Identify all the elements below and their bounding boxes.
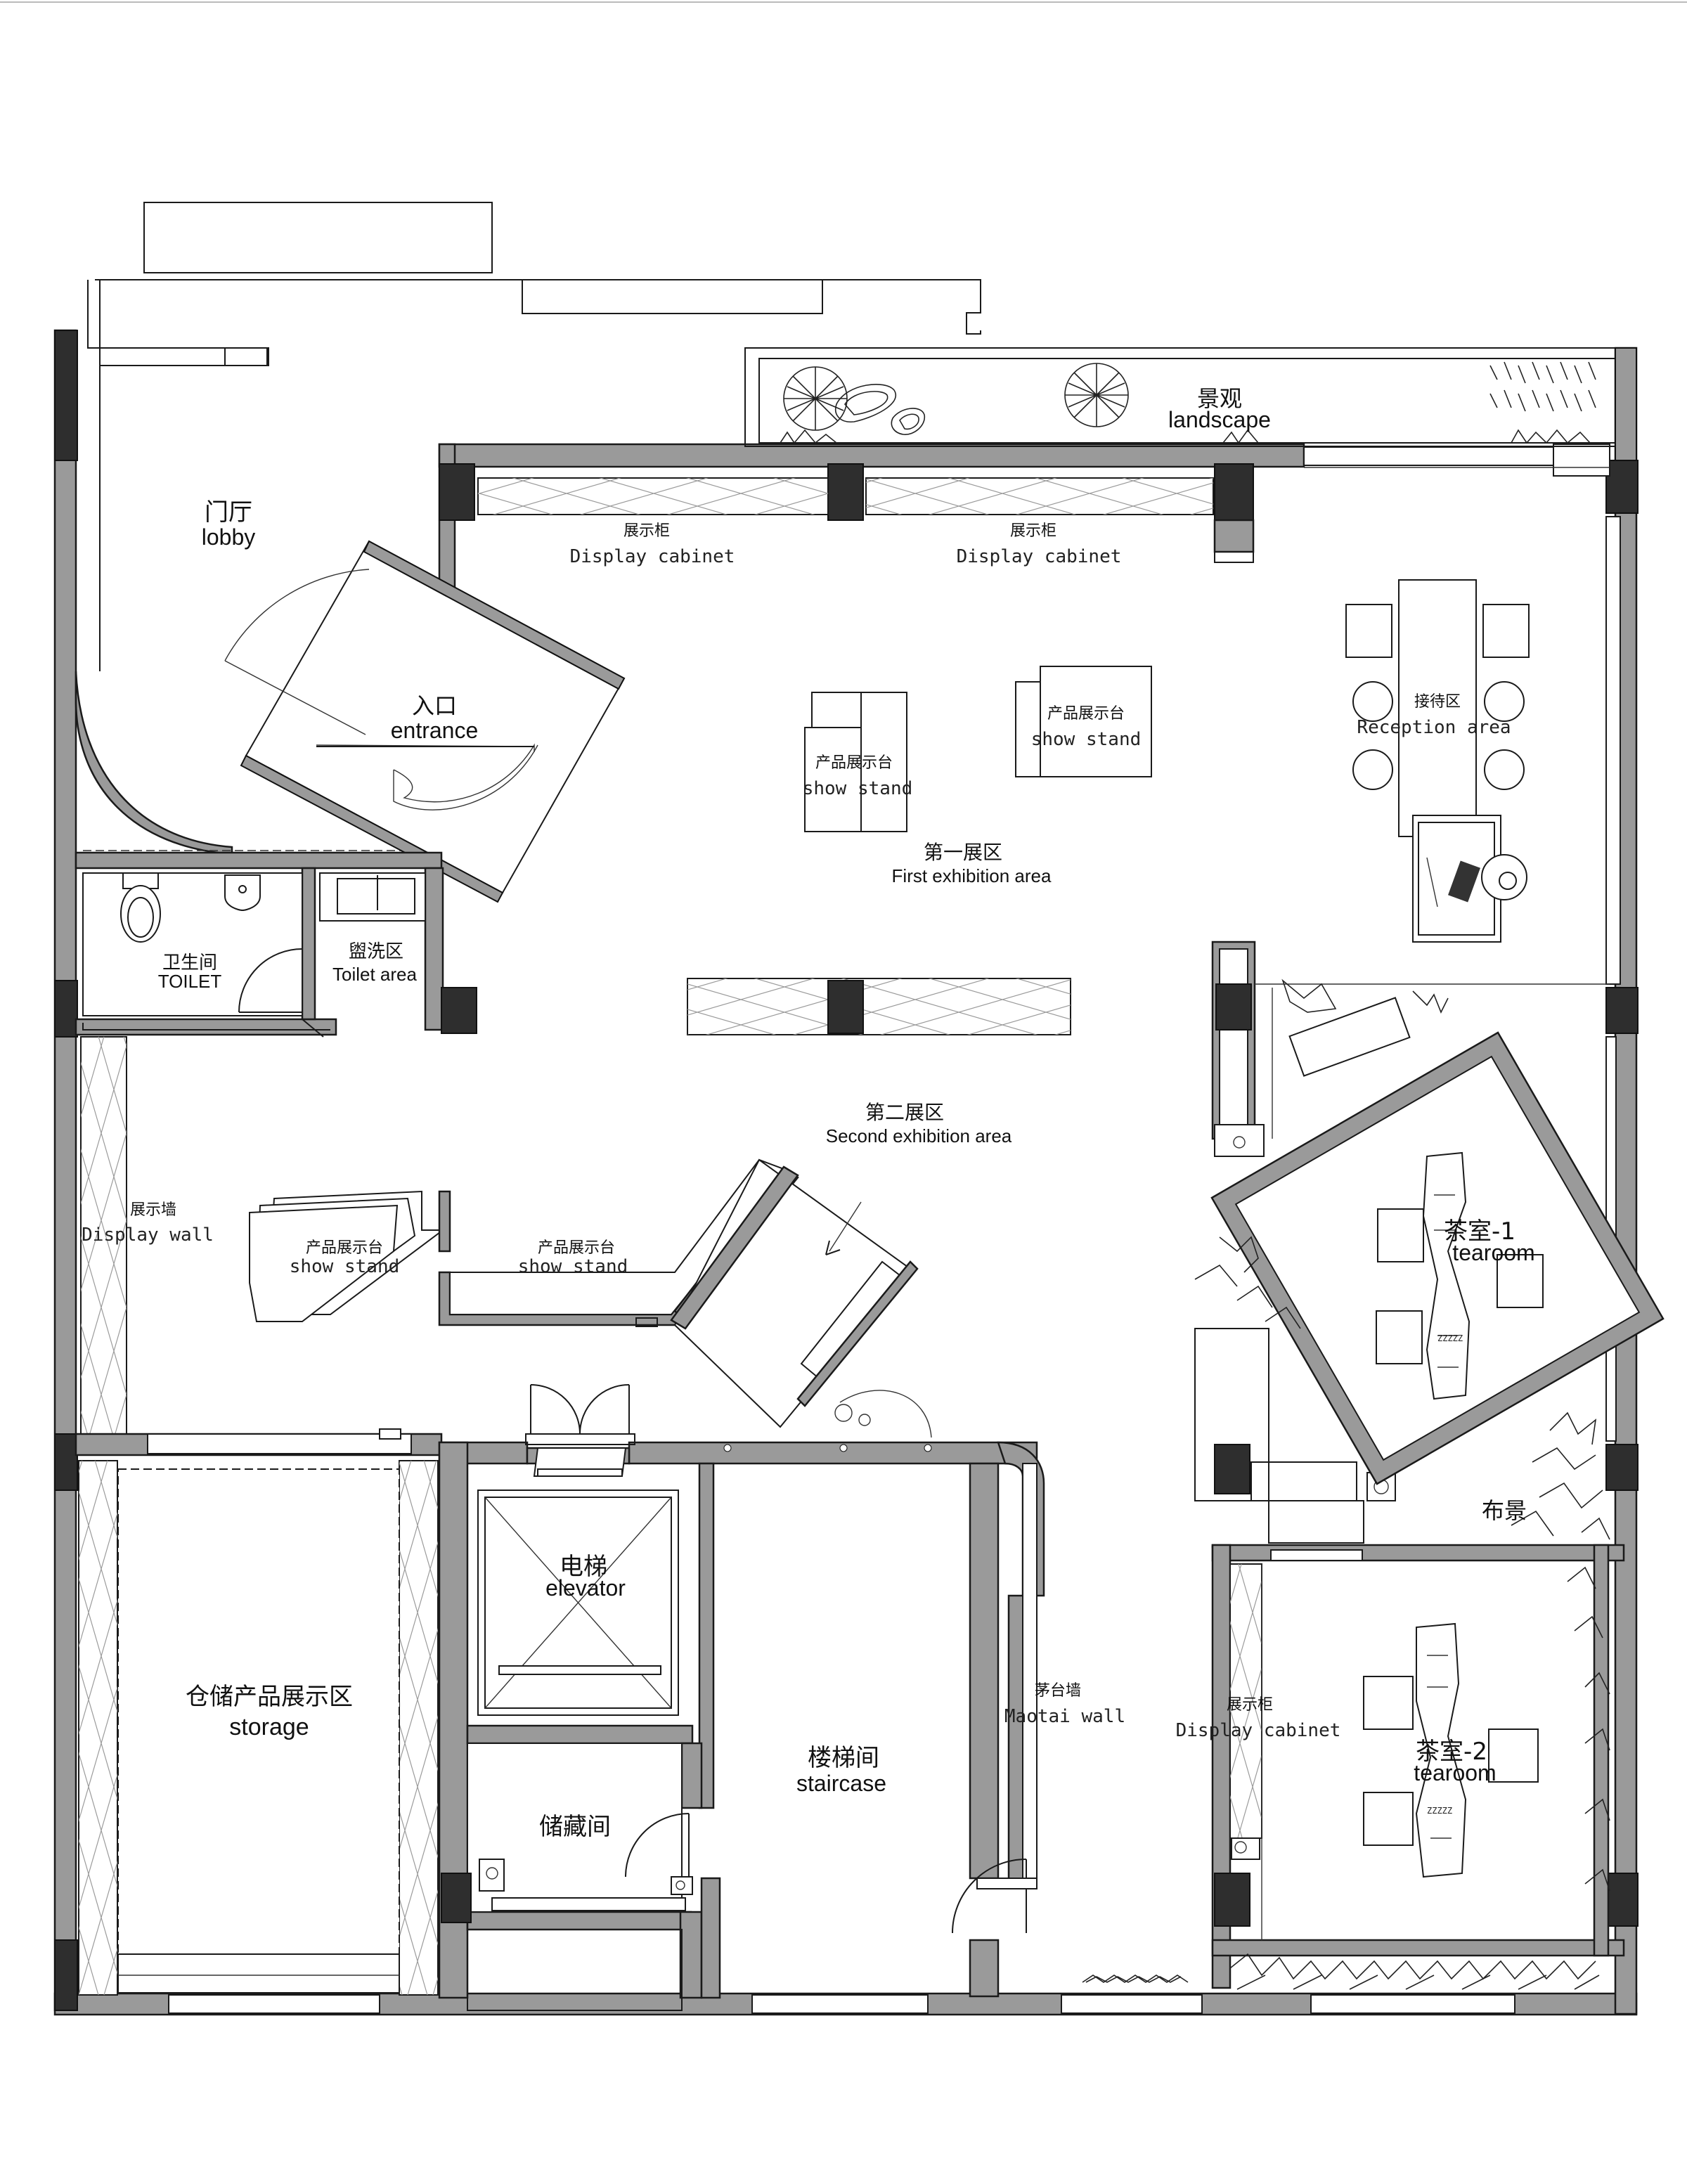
tree-icon xyxy=(1064,363,1129,427)
tearoom-1-furniture: ZZZZZ xyxy=(1376,1151,1544,1400)
storeroom xyxy=(441,1743,693,2011)
elevator-label-en: elevator xyxy=(545,1575,626,1601)
display-wall-label-zh: 展示墙 xyxy=(130,1201,176,1219)
stand2-label-en: show stand xyxy=(1031,729,1142,750)
tearoom1-label-en: tearoom xyxy=(1452,1240,1534,1265)
elevator-label-zh: 电梯 xyxy=(560,1553,607,1581)
landscape-label-en: landscape xyxy=(1168,407,1271,432)
toilet-icon xyxy=(120,872,161,943)
lobby-label-zh: 门厅 xyxy=(205,498,252,526)
reception-furniture xyxy=(1345,579,1530,943)
landscape-strip xyxy=(744,347,1637,461)
toilet-block xyxy=(75,851,477,1038)
display-cabinet-top-right xyxy=(865,477,1214,515)
tearoom1-label-zh: 茶室-1 xyxy=(1444,1217,1515,1246)
stand4-label-en: show stand xyxy=(518,1256,628,1277)
entrance-label-en: entrance xyxy=(391,718,479,743)
tearoom-2-furniture: ZZZZZ xyxy=(1363,1622,1539,1878)
cabinet2-label-zh: 展示柜 xyxy=(1010,522,1056,540)
staircase-label-zh: 楼梯间 xyxy=(808,1744,879,1772)
storage-label-en: storage xyxy=(229,1714,309,1740)
elevator xyxy=(477,1490,679,1716)
cabinet1-label-en: Display cabinet xyxy=(570,546,735,567)
wash-label-en: Toilet area xyxy=(332,964,417,985)
lower-walls xyxy=(75,1384,1045,1999)
cabinet3-label-zh: 展示柜 xyxy=(1227,1696,1273,1714)
svg-text:ZZZZZ: ZZZZZ xyxy=(1437,1333,1463,1343)
desk-chair-icon xyxy=(1481,854,1527,900)
stand4-label-zh: 产品展示台 xyxy=(538,1239,615,1257)
show-stand-5 xyxy=(670,1158,932,1438)
stair-door xyxy=(952,1859,1182,1983)
reception-label-en: Reception area xyxy=(1357,717,1511,738)
stand1-label-en: show stand xyxy=(803,778,913,799)
scenery-label-zh: 布景 xyxy=(1482,1497,1527,1524)
entrance-label-zh: 入口 xyxy=(412,692,457,719)
stand1-label-zh: 产品展示台 xyxy=(815,754,893,772)
toilet-label-en: TOILET xyxy=(158,971,222,992)
lobby-label-en: lobby xyxy=(202,524,256,550)
tearoom2-label-zh: 茶室-2 xyxy=(1416,1738,1487,1766)
wash-label-zh: 盥洗区 xyxy=(349,941,403,962)
show-stand-1 xyxy=(804,692,907,832)
entrance-block xyxy=(224,540,626,903)
show-stand-2 xyxy=(1015,666,1152,777)
central-cabinet xyxy=(687,978,1071,1035)
storage-label-zh: 仓储产品展示区 xyxy=(186,1683,353,1711)
stand3-label-en: show stand xyxy=(290,1256,400,1277)
cabinet2-label-en: Display cabinet xyxy=(957,546,1122,567)
tearoom2-label-en: tearoom xyxy=(1414,1760,1496,1785)
scenery-plants xyxy=(1082,1236,1610,1990)
tree-icon xyxy=(783,366,848,431)
first-area-label-zh: 第一展区 xyxy=(924,841,1002,864)
display-wall xyxy=(80,1036,127,1435)
cabinet1-label-zh: 展示柜 xyxy=(623,522,670,540)
display-wall-label-en: Display wall xyxy=(82,1225,214,1246)
cabinet3-label-en: Display cabinet xyxy=(1176,1720,1341,1741)
maotai-label-zh: 茅台墙 xyxy=(1035,1682,1081,1700)
first-area-label-en: First exhibition area xyxy=(892,865,1052,886)
show-stand-3 xyxy=(249,1190,451,1322)
stone-icon xyxy=(835,384,925,435)
landscape-label-zh: 景观 xyxy=(1197,385,1242,412)
storage-area xyxy=(78,1460,439,1996)
tearoom-walls xyxy=(1194,941,1625,1989)
toilet-label-zh: 卫生间 xyxy=(162,952,217,974)
storeroom-label-zh: 储藏间 xyxy=(539,1813,611,1841)
second-area-label-en: Second exhibition area xyxy=(826,1125,1012,1146)
urinal-icon xyxy=(224,874,261,912)
stand2-label-zh: 产品展示台 xyxy=(1047,705,1125,723)
staircase-label-en: staircase xyxy=(796,1771,886,1796)
stand3-label-zh: 产品展示台 xyxy=(306,1239,383,1257)
second-area-label-zh: 第二展区 xyxy=(865,1101,944,1124)
maotai-label-en: Maotai wall xyxy=(1004,1706,1125,1727)
svg-text:ZZZZZ: ZZZZZ xyxy=(1427,1806,1452,1816)
shrub-icon xyxy=(780,361,1596,444)
reception-label-zh: 接待区 xyxy=(1414,693,1461,711)
display-cabinet-top-left xyxy=(477,477,829,515)
roof-outline xyxy=(87,202,981,671)
